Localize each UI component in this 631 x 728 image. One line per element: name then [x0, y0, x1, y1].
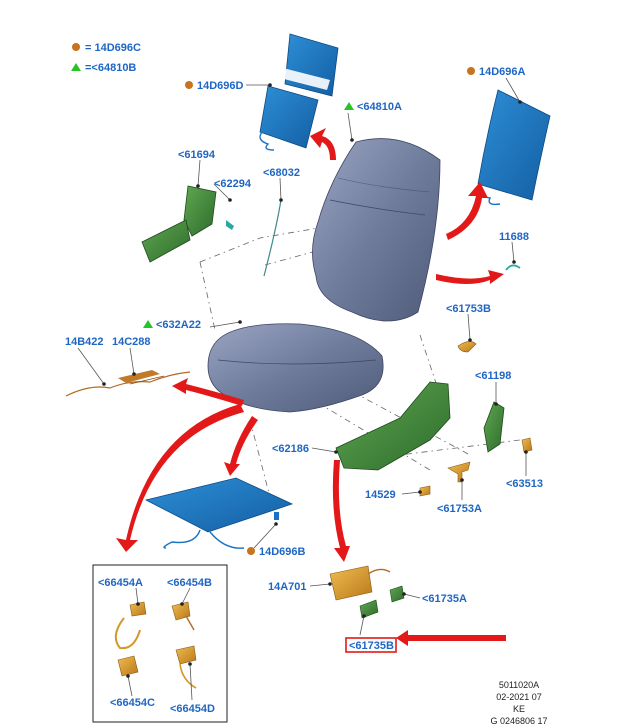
cushion-heater-14d696b: [144, 477, 294, 549]
clip-11688: [505, 264, 521, 271]
leader-lines: [77, 77, 527, 701]
label-61694: <61694: [178, 149, 216, 161]
part-14529: [419, 485, 431, 497]
callout-box-61735b: [345, 637, 397, 653]
label-62186: <62186: [272, 443, 309, 455]
label-14b422: 14B422: [65, 336, 104, 348]
arrow-to-callout-icon: [396, 630, 506, 646]
label-632a22: <632A22: [156, 319, 201, 331]
marker-632a22-icon: [143, 320, 153, 328]
side-trim-61694: [141, 185, 234, 263]
label-68032: <68032: [263, 167, 300, 179]
label-14d696a: 14D696A: [479, 66, 526, 78]
arrow-to-connectors-icon: [116, 404, 244, 552]
connector-66454b: [171, 601, 195, 631]
label-61753b: <61753B: [446, 303, 491, 315]
part-61753a: [447, 461, 471, 483]
part-61735a: [389, 585, 405, 603]
label-61735a: <61735A: [422, 593, 467, 605]
arrow-to-14d696a-icon: [446, 182, 488, 240]
label-14d696b: 14D696B: [259, 546, 306, 558]
backrest-heater-14d696a: [477, 89, 551, 206]
red-arrows: [116, 128, 506, 646]
leader-dots: [102, 83, 528, 678]
arrow-to-14d696d-icon: [310, 128, 336, 160]
marker-14d696d-icon: [185, 81, 193, 89]
label-66454d: <66454D: [170, 703, 215, 715]
cushion-foam: [207, 323, 384, 413]
wiring-harness: [65, 370, 191, 397]
label-64810a: <64810A: [357, 101, 402, 113]
backrest-foam: [312, 138, 441, 322]
label-61198: <61198: [475, 370, 511, 382]
label-14a701: 14A701: [268, 581, 307, 593]
connector-66454c: [117, 655, 139, 677]
connector-66454a: [114, 601, 147, 650]
marker-14d696b-icon: [247, 547, 255, 555]
part-61753b: [457, 341, 477, 353]
legend-orange-dot-icon: [72, 43, 80, 51]
label-14d696d: 14D696D: [197, 80, 244, 92]
arrow-to-cushion-heater-icon: [224, 416, 258, 476]
assembly-lines: [199, 225, 521, 506]
label-61735b: <61735B: [349, 640, 394, 652]
trim-61198: [483, 401, 505, 453]
legend-green-triangle-icon: [71, 63, 81, 71]
arrow-to-11688-icon: [436, 270, 504, 284]
marker-14d696a-icon: [467, 67, 475, 75]
arrow-to-harness-icon: [172, 378, 244, 406]
label-14c288: 14C288: [112, 336, 151, 348]
wire-68032: [263, 199, 282, 277]
label-63513: <63513: [506, 478, 543, 490]
connector-box: [92, 564, 228, 723]
label-66454a: <66454A: [98, 577, 143, 589]
backrest-heater-14d696d: [259, 33, 339, 151]
marker-64810a-icon: [344, 102, 354, 110]
label-66454c: <66454C: [110, 697, 155, 709]
connector-66454d: [175, 645, 197, 689]
part-63513: [521, 437, 533, 453]
legend-orange-text: = 14D696C: [85, 42, 141, 54]
footer-date: 02-2021 07: [496, 692, 542, 702]
side-shield-62186: [335, 381, 451, 471]
part-61735b: [359, 599, 379, 619]
label-62294: <62294: [214, 178, 252, 190]
arrow-to-module-icon: [332, 460, 350, 562]
footer-region: KE: [513, 704, 525, 714]
footer-graphic-id: G 0246806 17: [490, 716, 547, 726]
label-14529: 14529: [365, 489, 396, 501]
footer-code: 5011020A: [499, 680, 539, 690]
legend-green-text: =<64810B: [85, 62, 136, 74]
module-14a701: [329, 565, 391, 601]
label-61753a: <61753A: [437, 503, 482, 515]
label-11688: 11688: [499, 231, 529, 243]
label-66454b: <66454B: [167, 577, 212, 589]
